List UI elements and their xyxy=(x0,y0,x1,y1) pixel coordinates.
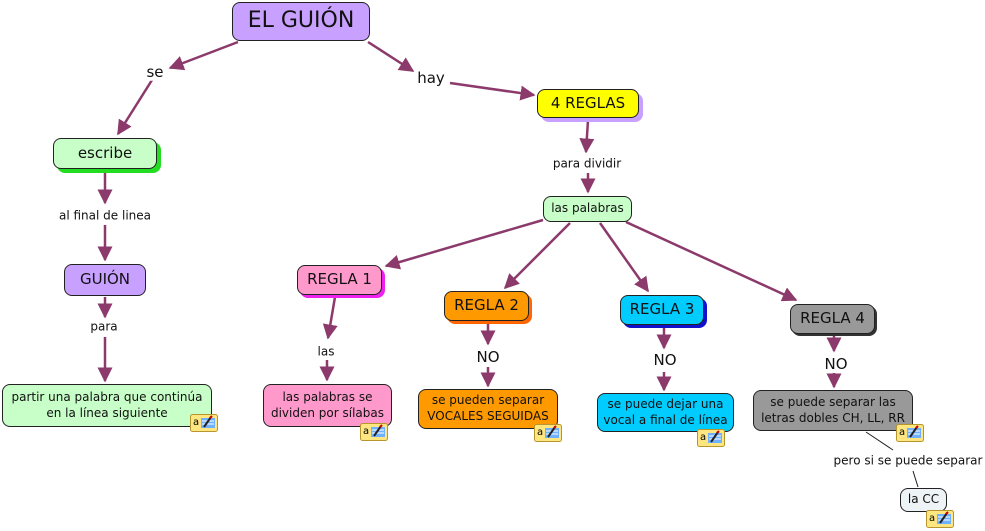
concept-silabas-label: las palabras se dividen por sílabas xyxy=(270,389,384,420)
annotation-note-icon[interactable]: a xyxy=(926,510,954,528)
svg-text:a: a xyxy=(363,426,369,437)
link-dobles-pero xyxy=(865,431,894,451)
link-label-para-dividir: para dividir xyxy=(550,156,624,171)
concept-vocales-label: se pueden separar VOCALES SEGUIDAS xyxy=(427,393,549,423)
concept-partir[interactable]: partir una palabra que continúa en la lí… xyxy=(2,384,212,427)
concept-vocales[interactable]: se pueden separar VOCALES SEGUIDAS xyxy=(418,389,558,429)
link-se-escribe xyxy=(116,79,154,136)
link-pero-cc xyxy=(912,470,919,488)
svg-text:a: a xyxy=(537,427,543,438)
concept-silabas[interactable]: las palabras se dividen por sílabas xyxy=(263,384,392,427)
concept-regla-3-label: REGLA 3 xyxy=(629,300,695,319)
link-label-se: se xyxy=(144,62,166,81)
concept-4-reglas-label: 4 REGLAS xyxy=(550,93,626,112)
concept-la-cc[interactable]: la CC xyxy=(900,488,947,512)
concept-regla-2[interactable]: REGLA 2 xyxy=(444,291,529,321)
annotation-note-icon[interactable]: a xyxy=(190,414,218,432)
link-hay-reglas xyxy=(449,81,536,101)
concept-guion[interactable]: GUIÓN xyxy=(64,264,146,296)
link-label-no-regla4: NO xyxy=(822,354,850,373)
annotation-note-icon[interactable]: a xyxy=(360,423,388,441)
concept-4-reglas[interactable]: 4 REGLAS xyxy=(537,89,639,118)
link-label-al-final: al final de linea xyxy=(57,208,153,223)
concept-root[interactable]: EL GUIÓN xyxy=(232,2,370,41)
concept-regla-4[interactable]: REGLA 4 xyxy=(790,304,875,334)
concept-guion-label: GUIÓN xyxy=(79,270,131,289)
annotation-note-icon[interactable]: a xyxy=(534,424,562,442)
svg-text:a: a xyxy=(929,513,935,524)
link-label-las: las xyxy=(315,344,337,359)
concept-dobles-label: se puede separar las letras dobles CH, L… xyxy=(761,394,905,425)
concept-dobles[interactable]: se puede separar las letras dobles CH, L… xyxy=(753,390,913,431)
annotation-note-icon[interactable]: a xyxy=(896,424,924,442)
link-label-pero: pero si se puede separar xyxy=(831,453,985,468)
concept-regla-3[interactable]: REGLA 3 xyxy=(620,295,704,325)
annotation-note-icon[interactable]: a xyxy=(697,429,725,447)
svg-text:a: a xyxy=(193,417,199,428)
svg-text:a: a xyxy=(899,427,905,438)
concept-root-label: EL GUIÓN xyxy=(247,8,355,34)
concept-regla-4-label: REGLA 4 xyxy=(800,309,865,328)
concept-escribe[interactable]: escribe xyxy=(53,138,157,169)
concept-vocal-final[interactable]: se puede dejar una vocal a final de líne… xyxy=(597,393,734,432)
concept-escribe-label: escribe xyxy=(77,143,133,162)
concept-regla-1[interactable]: REGLA 1 xyxy=(297,265,382,295)
link-root-hay xyxy=(367,40,415,73)
concept-regla-2-label: REGLA 2 xyxy=(454,296,519,315)
concept-las-palabras-label: las palabras xyxy=(551,201,624,216)
link-label-hay: hay xyxy=(415,68,447,87)
link-label-no-regla2: NO xyxy=(474,347,502,366)
concept-vocal-final-label: se puede dejar una vocal a final de líne… xyxy=(603,396,728,427)
link-label-para: para xyxy=(88,319,120,334)
link-label-no-regla3: NO xyxy=(651,350,679,369)
link-root-se xyxy=(168,40,239,71)
concept-regla-1-label: REGLA 1 xyxy=(307,270,372,289)
concept-las-palabras[interactable]: las palabras xyxy=(543,196,632,222)
concept-la-cc-label: la CC xyxy=(907,492,940,507)
svg-text:a: a xyxy=(700,432,706,443)
concept-partir-label: partir una palabra que continúa en la lí… xyxy=(11,389,203,420)
